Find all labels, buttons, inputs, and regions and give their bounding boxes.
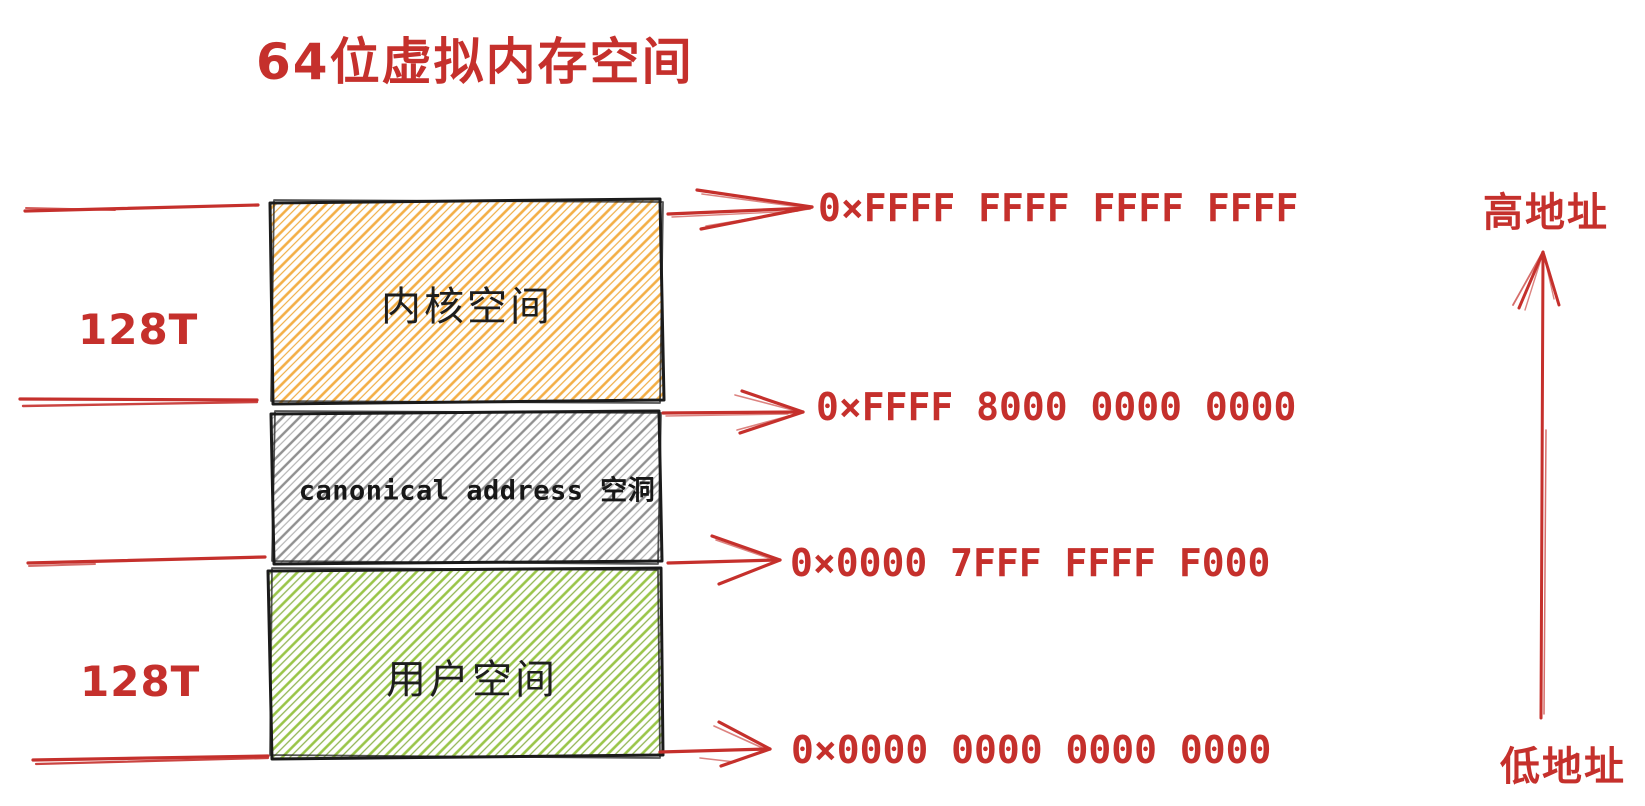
address-arrow-0 bbox=[666, 188, 814, 231]
tick-line-kernel-bottom bbox=[18, 397, 259, 408]
canonical-hole-label: canonical address 空洞 bbox=[298, 475, 656, 507]
address-label-top: 0×FFFF FFFF FFFF FFFF bbox=[818, 186, 1299, 230]
user-space-label: 用户空间 bbox=[386, 657, 558, 703]
kernel-space-label: 内核空间 bbox=[381, 284, 553, 330]
canonical-hole-box bbox=[269, 409, 664, 566]
address-label-kernel-base: 0×FFFF 8000 0000 0000 bbox=[816, 385, 1297, 429]
address-label-user-top: 0×0000 7FFF FFFF F000 bbox=[790, 541, 1271, 585]
address-arrow-2 bbox=[666, 534, 782, 586]
tick-line-hole-bottom bbox=[26, 555, 267, 567]
address-label-bottom: 0×0000 0000 0000 0000 bbox=[791, 728, 1272, 772]
kernel-size-label: 128T bbox=[78, 305, 199, 354]
tick-line-bottom bbox=[31, 754, 270, 766]
address-arrow-1 bbox=[661, 389, 805, 435]
tick-line-top bbox=[23, 203, 260, 213]
user-size-label: 128T bbox=[80, 657, 201, 706]
low-address-label: 低地址 bbox=[1500, 744, 1626, 790]
address-arrow-3 bbox=[658, 720, 772, 768]
high-address-label: 高地址 bbox=[1483, 190, 1609, 236]
kernel-space-box bbox=[268, 197, 666, 406]
diagram-title: 64位虚拟内存空间 bbox=[256, 33, 694, 91]
user-space-box bbox=[266, 566, 665, 761]
up-arrow bbox=[1512, 250, 1561, 720]
